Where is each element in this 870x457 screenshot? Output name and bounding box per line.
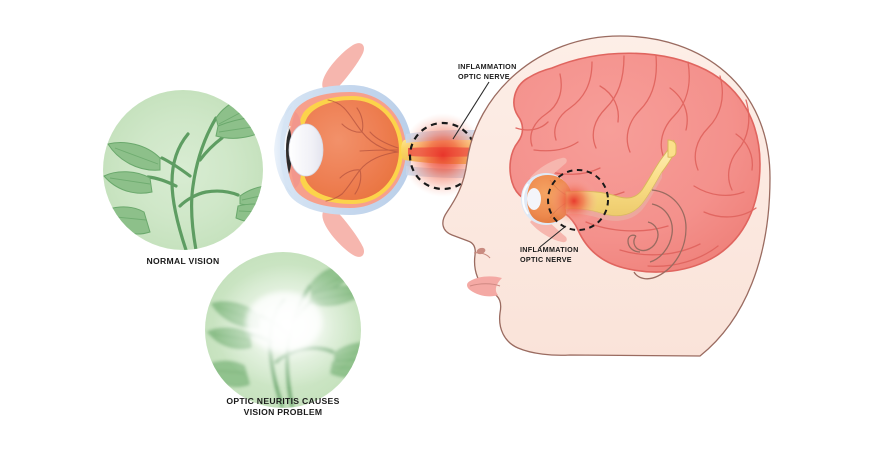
optic-nerve-terminal	[667, 139, 677, 158]
head-eye-lens	[527, 188, 541, 210]
head-brain-panel: INFLAMMATION OPTIC NERVE	[442, 35, 771, 357]
face-features	[473, 252, 491, 259]
cornea-highlight	[284, 125, 291, 151]
superior-rectus-muscle	[322, 43, 365, 95]
head-inflammation-marker-circle	[547, 169, 609, 231]
vision-glare-core	[246, 292, 322, 352]
nostril	[476, 247, 486, 255]
extraocular-muscles	[322, 43, 365, 257]
callout-head-line1: INFLAMMATION	[520, 245, 579, 254]
lens	[288, 123, 324, 177]
lip-line	[469, 283, 501, 287]
blurred-vision-caption-line1: OPTIC NEURITIS CAUSES	[226, 396, 339, 406]
retinal-blood-vessels	[325, 99, 399, 202]
vitreous-body	[301, 100, 399, 200]
head-inflammation-glow	[550, 177, 598, 225]
brain-sulci	[515, 55, 757, 267]
callout-eye-line2: OPTIC NERVE	[458, 72, 510, 81]
callout-head-line2: OPTIC NERVE	[520, 255, 572, 264]
inferior-rectus-muscle	[322, 205, 365, 257]
optic-nerve-shadow	[566, 172, 662, 221]
callout-eye-line1: INFLAMMATION	[458, 62, 517, 71]
callout-leader-eye	[452, 81, 490, 140]
head-eye-cornea	[521, 183, 529, 215]
callout-leader-head	[539, 225, 567, 248]
cornea	[274, 106, 292, 194]
ear	[627, 189, 687, 280]
blurred-vision-caption-line2: VISION PROBLEM	[244, 407, 323, 417]
normal-vision-caption: NORMAL VISION	[147, 256, 220, 266]
lips	[467, 276, 502, 297]
